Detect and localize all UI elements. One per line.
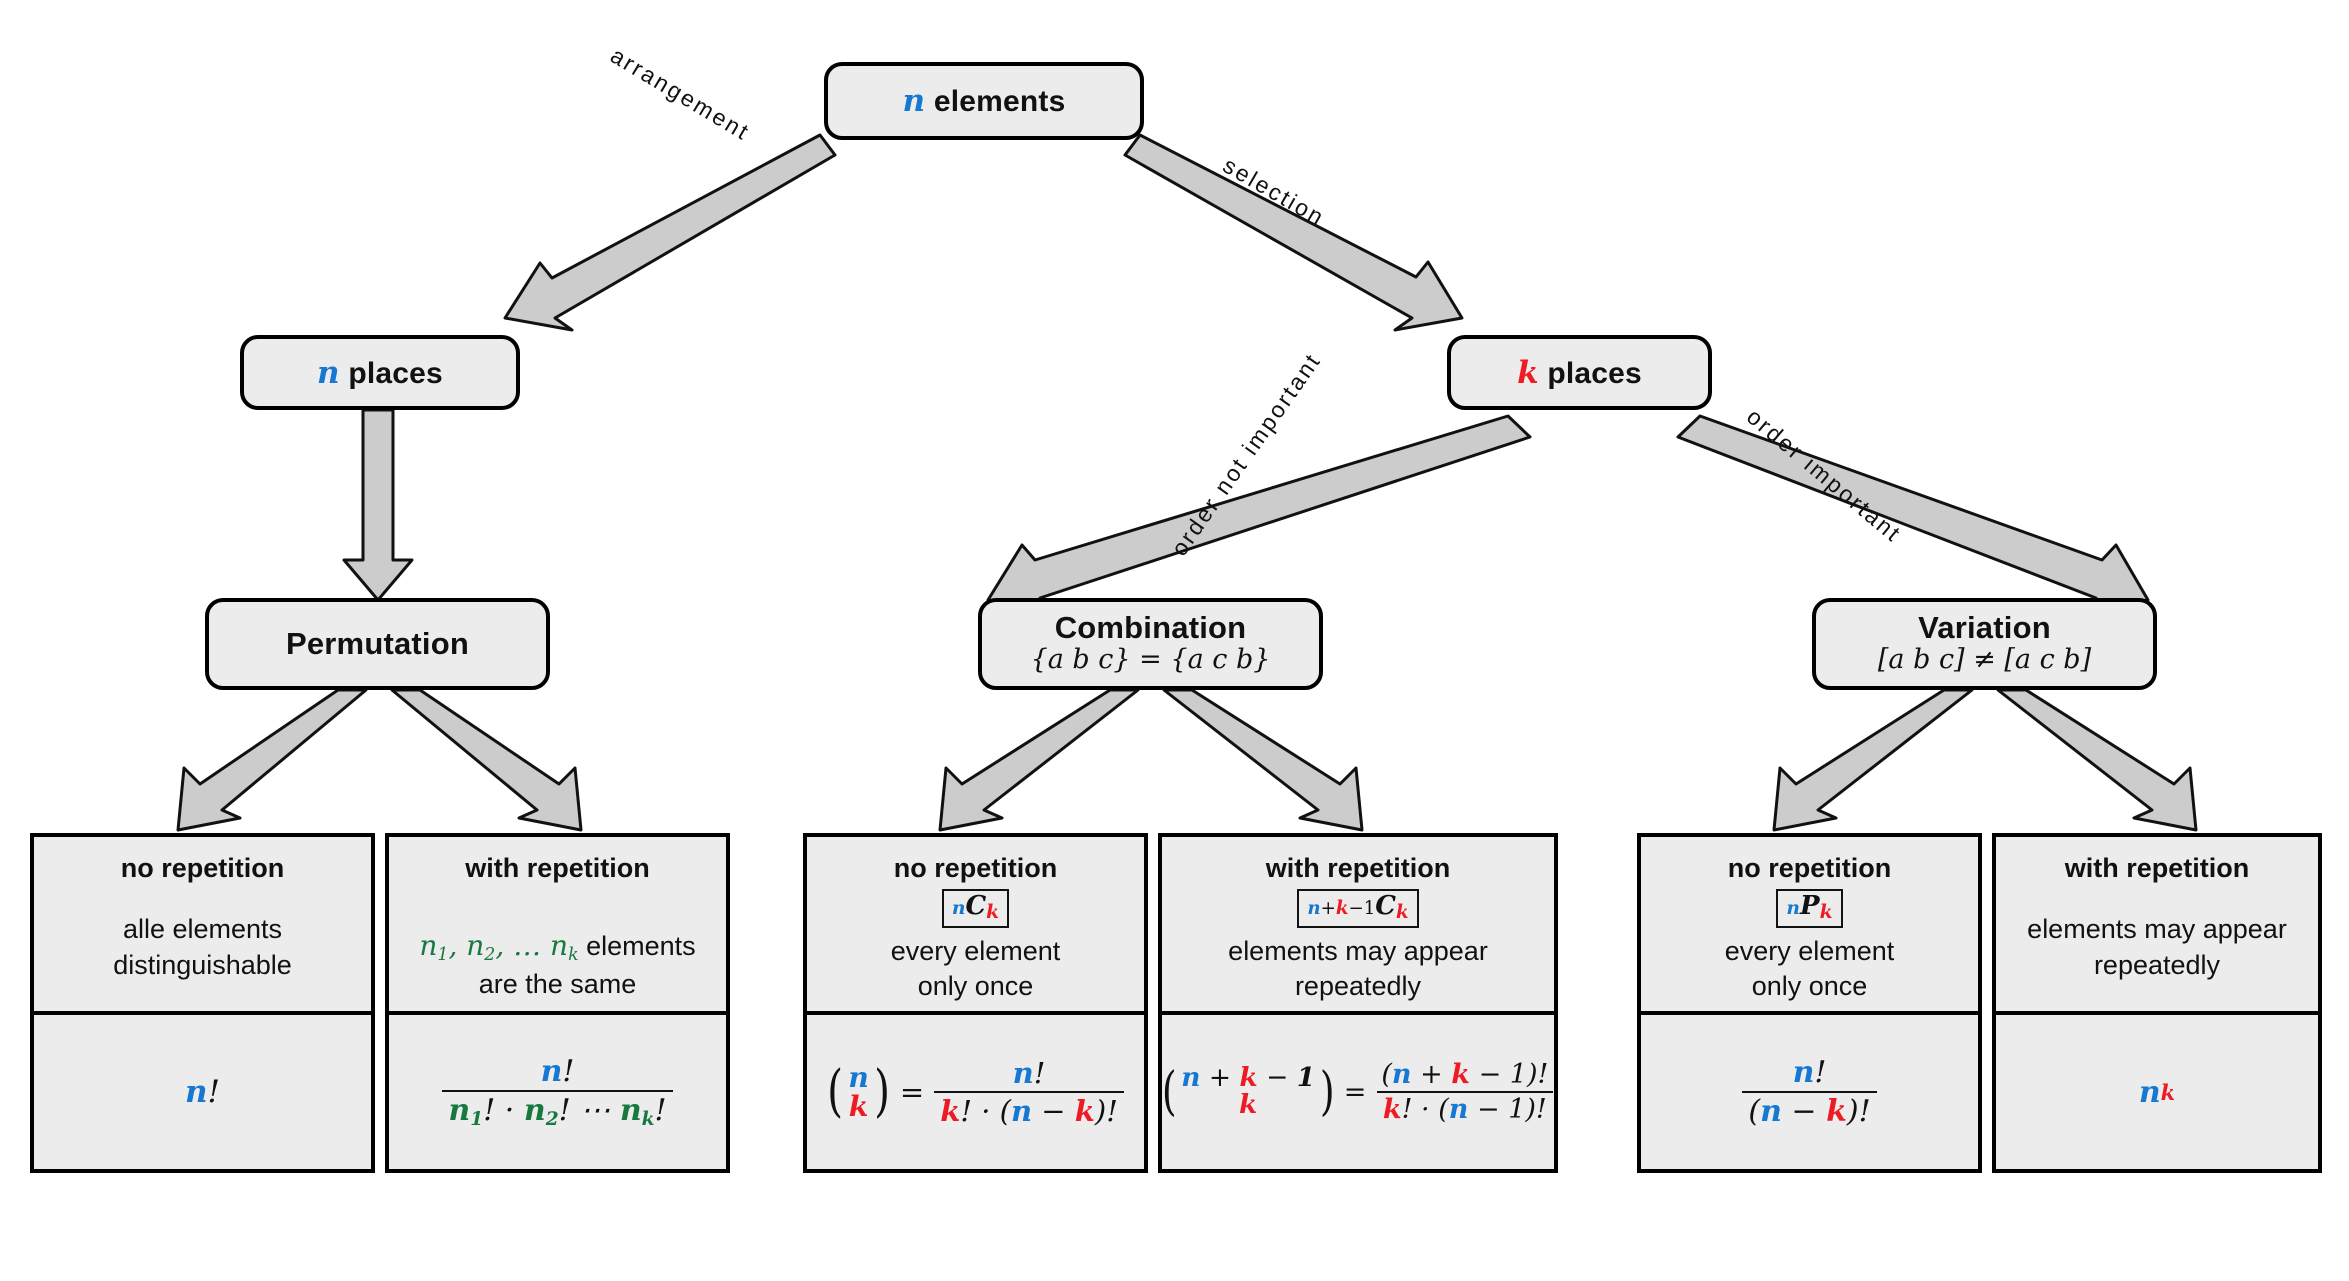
leaf-1-head: no repetition — [120, 853, 285, 883]
node-combination-subtitle: {a b c} = {a c b} — [1030, 644, 1271, 676]
leaf-4-formula-cell: ( n + k − 1 k ) = (n + k − 1)! k! · (n −… — [1162, 1015, 1554, 1169]
leaf-1-top: no repetition alle elements distinguisha… — [34, 837, 371, 1015]
leaf-6-top: with repetition elements may appear repe… — [1996, 837, 2318, 1015]
k-places-word: places — [1547, 356, 1642, 390]
leaf-5-head: no repetition — [1727, 853, 1892, 883]
leaf-3-notation: nCk — [941, 889, 1010, 928]
k-places-var: k — [1517, 354, 1539, 391]
node-n-places-label: n places — [317, 355, 443, 391]
arrow-combination-to-leaf-4 — [1162, 688, 1364, 832]
root-word: elements — [933, 85, 1066, 118]
leaf-variation-no-repetition[interactable]: no repetition nPk every element only onc… — [1637, 833, 1982, 1173]
leaf-variation-with-repetition[interactable]: with repetition elements may appear repe… — [1992, 833, 2322, 1173]
leaf-4-top: with repetition n+k−1Ck elements may app… — [1162, 837, 1554, 1015]
node-permutation[interactable]: Permutation — [205, 598, 550, 690]
leaf-1-desc: alle elements distinguishable — [113, 914, 292, 980]
leaf-3-desc: every element only once — [890, 936, 1061, 1002]
leaf-5-desc: every element only once — [1724, 936, 1895, 1002]
arrow-root-to-n-places — [503, 133, 837, 332]
node-n-elements[interactable]: n elements — [824, 62, 1144, 140]
leaf-4-formula: ( n + k − 1 k ) = (n + k − 1)! k! · (n −… — [1159, 1059, 1558, 1125]
node-variation[interactable]: Variation [a b c] ≠ [a c b] — [1812, 598, 2157, 690]
arrow-variation-to-leaf-5 — [1772, 688, 1974, 832]
node-k-places[interactable]: k places — [1447, 335, 1712, 410]
arrow-n-places-to-permutation — [342, 408, 414, 602]
leaf-2-formula: n! n1! · n2! ⋯ nk! — [439, 1054, 675, 1130]
arrow-variation-to-leaf-6 — [1996, 688, 2198, 832]
node-variation-subtitle: [a b c] ≠ [a c b] — [1877, 644, 2092, 676]
leaf-4-head: with repetition — [1265, 853, 1451, 883]
leaf-5-top: no repetition nPk every element only onc… — [1641, 837, 1978, 1015]
leaf-1-formula: n! — [184, 1074, 220, 1110]
leaf-combination-with-repetition[interactable]: with repetition n+k−1Ck elements may app… — [1158, 833, 1558, 1173]
leaf-5-formula-cell: n! (n − k)! — [1641, 1015, 1978, 1169]
root-var: n — [902, 83, 926, 119]
leaf-permutation-no-repetition[interactable]: no repetition alle elements distinguisha… — [30, 833, 375, 1173]
leaf-3-formula: ( n k ) = n! k! · (n − k)! — [824, 1056, 1127, 1128]
node-permutation-title: Permutation — [285, 626, 470, 661]
node-combination[interactable]: Combination {a b c} = {a c b} — [978, 598, 1323, 690]
n-places-word: places — [348, 356, 443, 390]
arrow-permutation-to-leaf-1 — [176, 688, 368, 832]
arrow-k-places-to-variation — [1676, 414, 2150, 612]
node-combination-title: Combination — [1054, 610, 1247, 646]
node-n-places[interactable]: n places — [240, 335, 520, 410]
node-n-elements-label: n elements — [903, 83, 1066, 119]
node-k-places-label: k places — [1517, 355, 1642, 391]
leaf-2-green-vars: n1, n2, … nk — [419, 929, 579, 966]
node-variation-title: Variation — [1918, 610, 2051, 646]
leaf-5-notation: nPk — [1776, 889, 1843, 928]
leaf-3-top: no repetition nCk every element only onc… — [807, 837, 1144, 1015]
leaf-5-formula: n! (n − k)! — [1739, 1055, 1879, 1129]
n-places-var: n — [317, 354, 340, 391]
arrow-combination-to-leaf-3 — [938, 688, 1140, 832]
leaf-3-formula-cell: ( n k ) = n! k! · (n − k)! — [807, 1015, 1144, 1169]
leaf-3-head: no repetition — [893, 853, 1058, 883]
leaf-combination-no-repetition[interactable]: no repetition nCk every element only onc… — [803, 833, 1148, 1173]
leaf-2-formula-cell: n! n1! · n2! ⋯ nk! — [389, 1015, 726, 1169]
leaf-6-desc: elements may appear repeatedly — [2027, 914, 2287, 980]
arrow-permutation-to-leaf-2 — [390, 688, 583, 832]
leaf-2-head: with repetition — [465, 853, 650, 883]
leaf-1-formula-cell: n! — [34, 1015, 371, 1169]
leaf-4-desc: elements may appear repeatedly — [1228, 936, 1488, 1002]
leaf-4-notation: n+k−1Ck — [1297, 889, 1419, 928]
arrow-root-to-k-places — [1123, 133, 1464, 332]
leaf-6-head: with repetition — [2064, 853, 2250, 883]
